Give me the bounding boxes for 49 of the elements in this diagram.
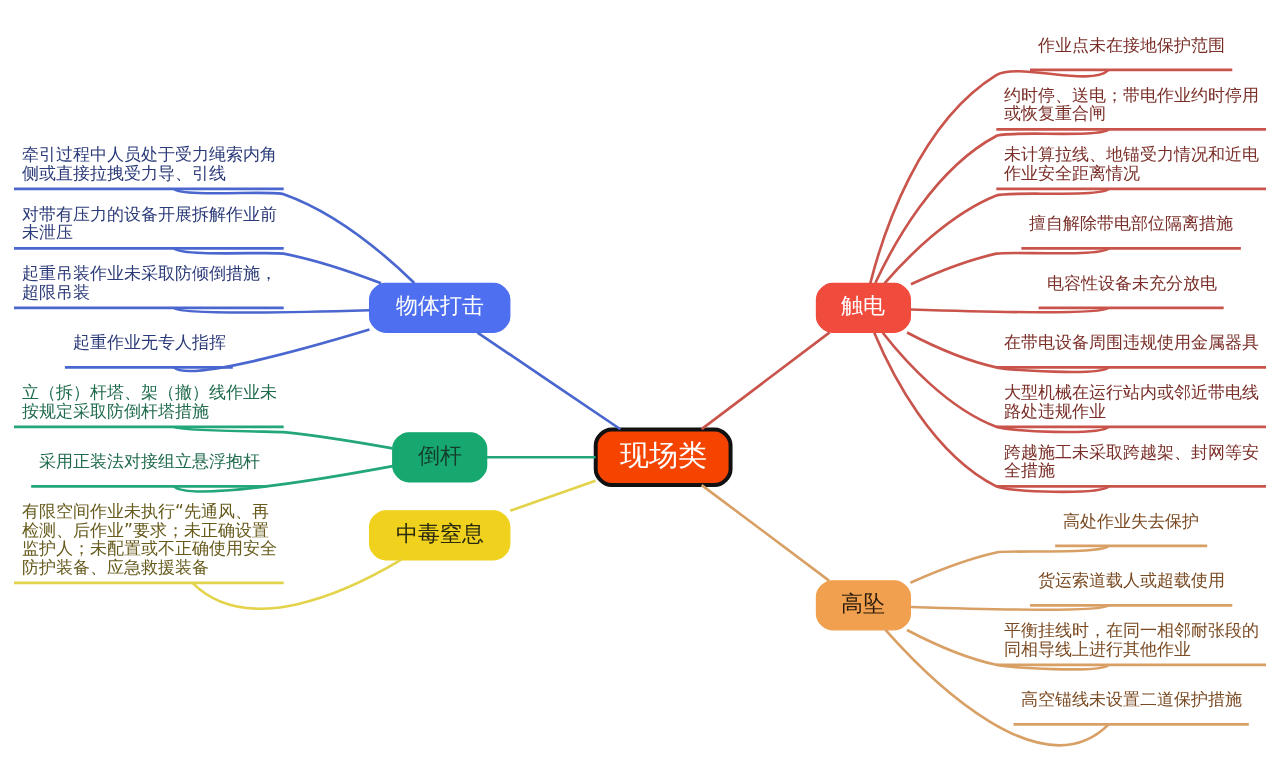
connector	[873, 332, 1110, 494]
connector	[884, 629, 1110, 747]
connector	[173, 425, 393, 450]
connector	[910, 247, 1110, 286]
node-text: 采用正装法对接组立悬浮抱杆	[39, 451, 261, 472]
node-text: 约时停、送电；带电作业约时停用或恢复重合闸	[1004, 84, 1260, 124]
connector	[910, 604, 1110, 611]
connector	[486, 455, 596, 459]
connector	[869, 68, 1110, 284]
node-text: 擅自解除带电部位隔离措施	[1029, 213, 1234, 234]
connector	[173, 247, 382, 285]
connector	[173, 328, 370, 373]
connector	[909, 544, 1110, 584]
node-box: 现场类	[593, 427, 733, 487]
connector	[906, 331, 1110, 374]
node-text: 立（拆）杆塔、架（撤）线作业未按规定采取防倒杆塔措施	[21, 382, 277, 421]
connector	[173, 187, 416, 284]
node-text: 电容性设备未充分放电	[1046, 272, 1217, 293]
node-text: 有限空间作业未执行“先通风、再检测、后作业”要求；未正确设置监护人；未配置或不正确使用安全防护装备、应急救援装备	[21, 501, 277, 577]
node-box: 高坠	[815, 580, 912, 631]
node-text: 高空锚线未设置二道保护措施	[1021, 689, 1243, 710]
connector	[700, 331, 831, 431]
connector	[910, 306, 1110, 314]
node-text: 起重吊装作业未采取防倾倒措施，超限吊装	[21, 263, 277, 302]
node-text: 起重作业无专人指挥	[72, 332, 226, 353]
node-text: 高处作业失去保护	[1063, 510, 1200, 531]
connector	[881, 331, 1110, 434]
node-box: 触电	[815, 282, 912, 333]
connector	[874, 128, 1110, 284]
connector	[173, 464, 393, 493]
connector	[173, 306, 370, 314]
node-text: 对带有压力的设备开展拆解作业前未泄压	[21, 203, 277, 243]
connector	[883, 187, 1110, 285]
node-text: 牵引过程中人员处于受力绳索内角侧或直接拉拽受力导、引线	[21, 144, 277, 183]
connector	[509, 479, 596, 513]
node-text: 货运索道载人或超载使用	[1037, 570, 1225, 591]
node-text: 作业点未在接地保护范围	[1037, 34, 1225, 55]
node-text: 跨越施工未采取跨越架、封网等安全措施	[1004, 441, 1260, 481]
node-box: 倒杆	[392, 432, 488, 483]
node-box: 物体打击	[368, 282, 511, 333]
connector	[700, 484, 830, 582]
node-text: 未计算拉线、地锚受力情况和近电作业安全距离情况	[1004, 144, 1260, 183]
node-text: 平衡挂线时，在同一相邻耐张段的同相导线上进行其他作业	[1004, 620, 1260, 659]
node-text: 大型机械在运行站内或邻近带电线路处违规作业	[1004, 382, 1260, 421]
connector	[476, 331, 622, 431]
connector	[906, 628, 1110, 671]
node-text: 在带电设备周围违规使用金属器具	[1004, 332, 1260, 353]
node-box: 中毒窒息	[368, 510, 511, 561]
connector	[191, 558, 402, 610]
